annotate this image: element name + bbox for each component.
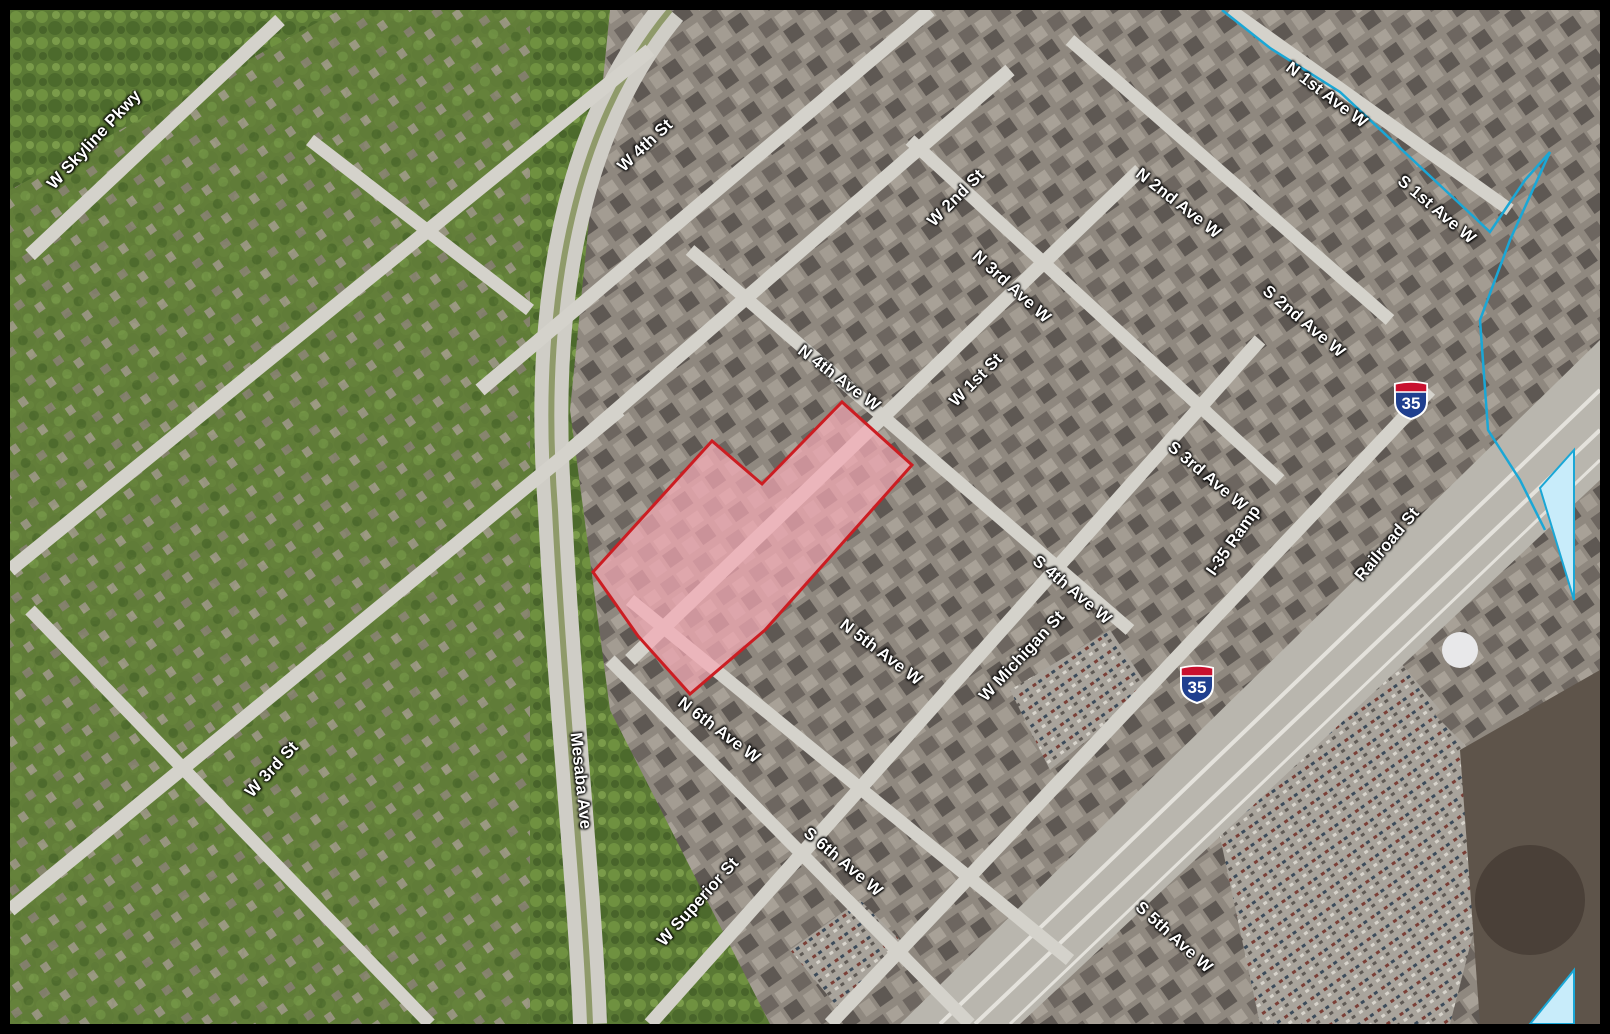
highlighted-parcel [591, 399, 915, 697]
shoreline-line [1221, 10, 1551, 234]
interstate-shield-icon: 35 [1178, 664, 1216, 705]
shield-number: 35 [1401, 394, 1421, 413]
aerial-imagery [10, 10, 1600, 1024]
water-body [1538, 447, 1575, 601]
interstate-shield-icon [1394, 381, 1428, 421]
shield-number: 35 [1187, 678, 1207, 697]
interstate-shield-icon: 35 [1392, 380, 1430, 421]
interstate-shield-icon [1180, 665, 1214, 705]
